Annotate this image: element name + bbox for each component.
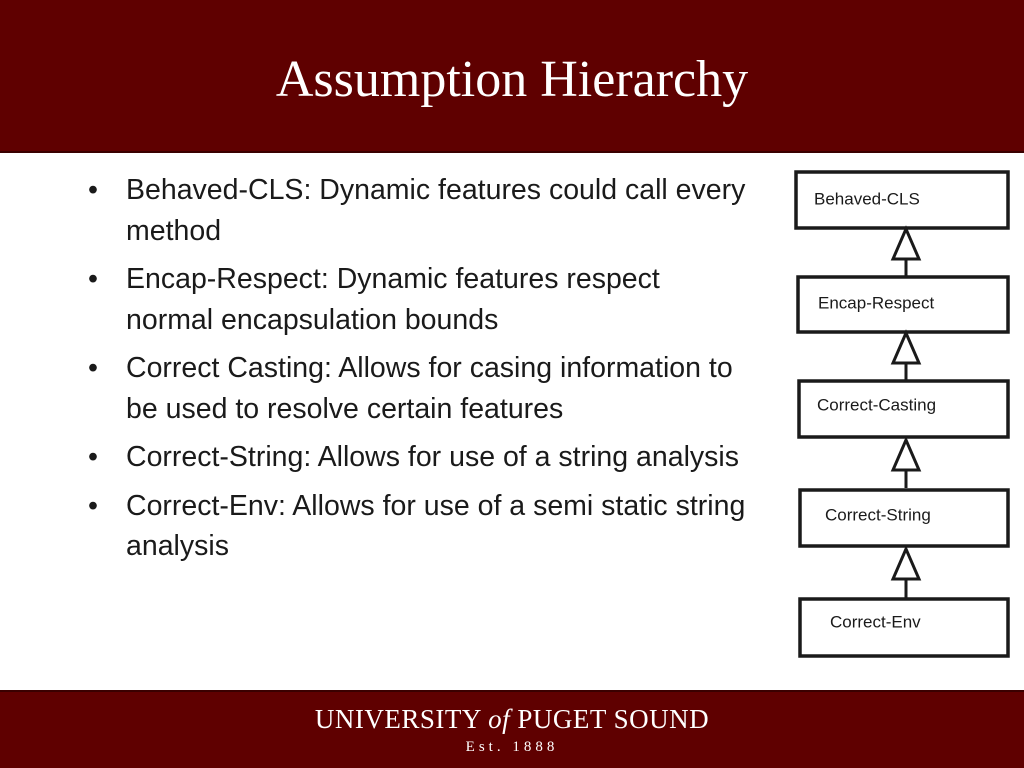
diagram-node-correct-casting: Correct-Casting bbox=[797, 379, 1010, 439]
inheritance-arrow bbox=[890, 225, 922, 276]
hierarchy-diagram: Behaved-CLS Encap-Respect Correct-Castin… bbox=[794, 170, 1010, 658]
diagram-node-correct-env: Correct-Env bbox=[798, 597, 1010, 658]
bullet-item-behaved-cls: Behaved-CLS: Dynamic features could call… bbox=[88, 170, 753, 251]
logo-word-university: UNIVERSITY bbox=[314, 704, 481, 734]
logo-word-of: of bbox=[488, 704, 511, 734]
diagram-node-label: Encap-Respect bbox=[818, 293, 935, 312]
diagram-node-label: Correct-Casting bbox=[817, 395, 936, 414]
diagram-node-label: Correct-String bbox=[825, 505, 931, 524]
inheritance-arrow bbox=[890, 545, 922, 598]
inheritance-arrow bbox=[890, 436, 922, 488]
diagram-node-label: Correct-Env bbox=[830, 612, 921, 631]
established-year: Est. 1888 bbox=[465, 739, 559, 755]
diagram-node-encap-respect: Encap-Respect bbox=[796, 275, 1010, 334]
diagram-node-correct-string: Correct-String bbox=[798, 488, 1010, 548]
bullet-list: Behaved-CLS: Dynamic features could call… bbox=[88, 170, 753, 575]
university-logo-text: UNIVERSITY of PUGET SOUND bbox=[0, 703, 1024, 735]
footer-bar: UNIVERSITY of PUGET SOUND Est. 1888 bbox=[0, 690, 1024, 768]
title-bar: Assumption Hierarchy bbox=[0, 0, 1024, 153]
inheritance-arrow bbox=[890, 329, 922, 380]
bullet-item-correct-casting: Correct Casting: Allows for casing infor… bbox=[88, 348, 753, 429]
slide-title: Assumption Hierarchy bbox=[275, 51, 749, 108]
logo-word-puget-sound: PUGET SOUND bbox=[517, 704, 710, 734]
bullet-item-correct-env: Correct-Env: Allows for use of a semi st… bbox=[88, 486, 753, 567]
diagram-node-label: Behaved-CLS bbox=[814, 189, 920, 208]
bullet-item-correct-string: Correct-String: Allows for use of a stri… bbox=[88, 437, 753, 478]
diagram-node-behaved-cls: Behaved-CLS bbox=[794, 170, 1010, 230]
bullet-item-encap-respect: Encap-Respect: Dynamic features respect … bbox=[88, 259, 753, 340]
